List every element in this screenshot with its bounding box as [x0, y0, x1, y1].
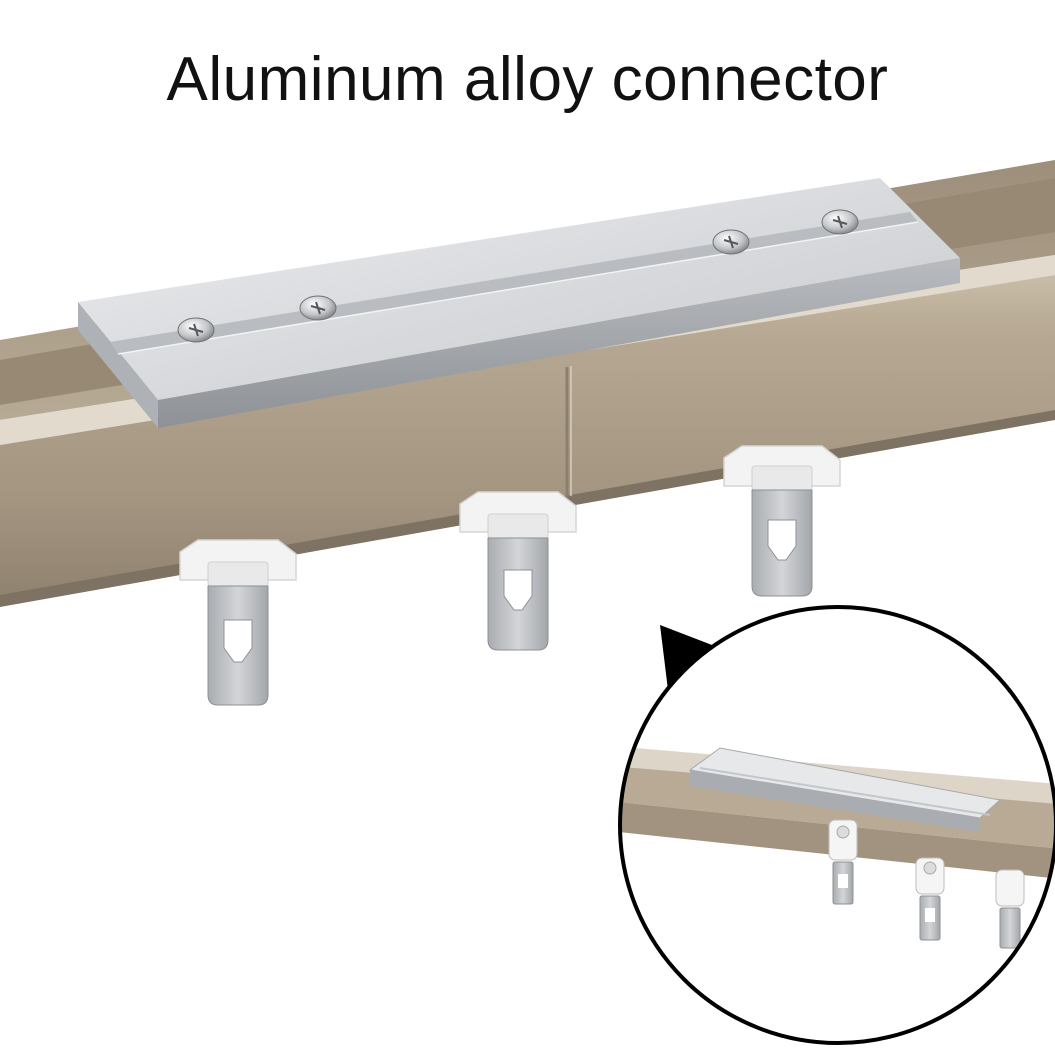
phillips-screw-icon	[299, 295, 337, 321]
detail-callout	[618, 605, 1055, 1045]
product-title: Aluminum alloy connector	[166, 45, 889, 114]
inset-glider	[915, 857, 945, 941]
phillips-screw-icon	[712, 229, 750, 255]
inset-glider	[995, 869, 1025, 949]
curtain-glider	[179, 539, 297, 706]
connector-plate-edge	[158, 258, 960, 428]
curtain-glider	[459, 491, 577, 651]
phillips-screw-icon	[821, 209, 859, 235]
curtain-glider	[723, 445, 841, 597]
rail-front-face	[0, 275, 1055, 600]
inset-glider	[828, 819, 858, 905]
aluminum-connector	[78, 178, 960, 428]
triangle-pointer-icon	[660, 625, 725, 690]
phillips-screw-icon	[177, 317, 215, 343]
